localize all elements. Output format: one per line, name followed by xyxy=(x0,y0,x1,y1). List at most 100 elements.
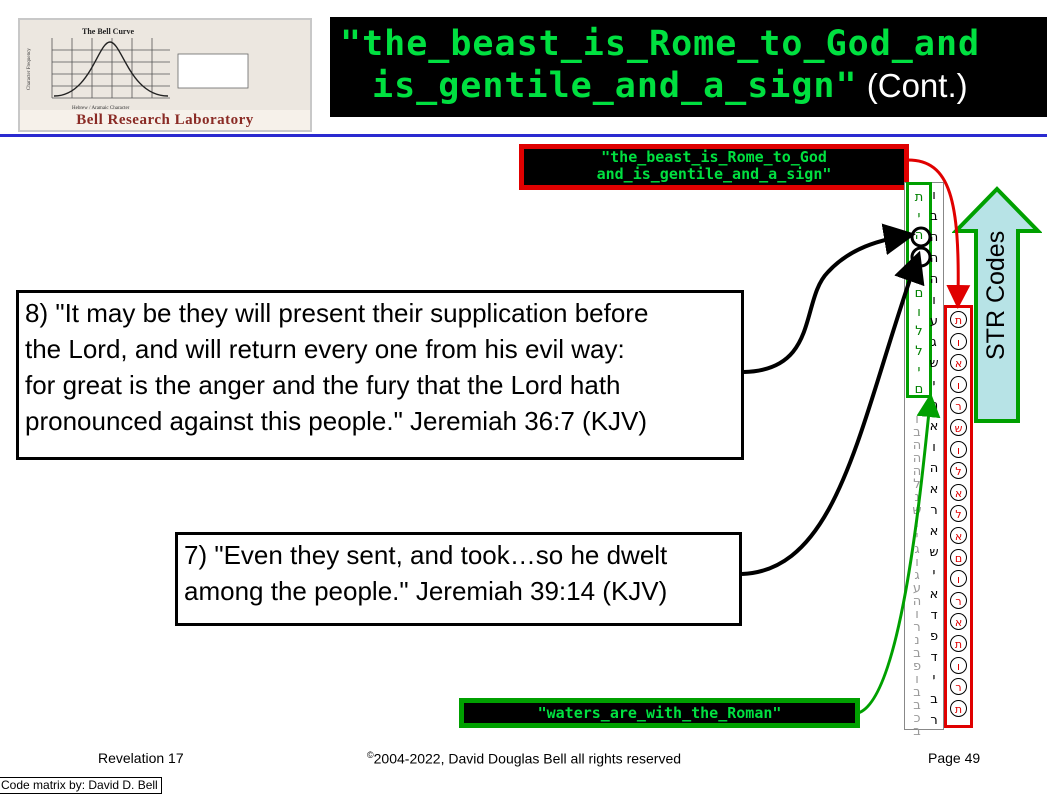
matrix-letter: ג xyxy=(914,568,920,583)
header-divider xyxy=(0,134,1047,137)
matrix-letter: ג xyxy=(931,335,937,350)
matrix-letter: א xyxy=(950,354,967,372)
matrix-letter: א xyxy=(950,483,967,501)
bell-curve-chart-image: The Bell Curve Character Frequency Hebre… xyxy=(20,20,310,112)
matrix-letter: ש xyxy=(929,356,939,371)
matrix-letter: ו xyxy=(932,440,936,455)
red-code-column xyxy=(944,305,973,728)
title-line-1: "the_beast_is_Rome_to_God_and xyxy=(340,24,981,64)
matrix-letter: א xyxy=(929,587,939,602)
matrix-letter: ר xyxy=(950,591,967,609)
verse-8-line-3: for great is the anger and the fury that… xyxy=(25,370,621,400)
red-code-label-line-1: "the_beast_is_Rome_to_God xyxy=(601,148,827,166)
matrix-letter: ו xyxy=(950,440,967,458)
matrix-letter: ש xyxy=(950,419,967,436)
copyright-symbol: © xyxy=(367,750,374,760)
matrix-letter: א xyxy=(929,482,939,497)
matrix-letter: ת xyxy=(950,635,967,652)
logo-x-label: Hebrew / Aramaic Character xyxy=(72,106,130,111)
matrix-letter: ו xyxy=(950,656,967,674)
matrix-letter: ת xyxy=(950,311,967,328)
verse-7-line-2: among the people." Jeremiah 39:14 (KJV) xyxy=(184,576,668,606)
matrix-letter: ש xyxy=(929,545,939,560)
footer-copyright: ©2004-2022, David Douglas Bell all right… xyxy=(367,750,681,767)
matrix-letter: ל xyxy=(915,324,923,340)
matrix-letter: ה xyxy=(912,594,922,609)
copyright-text: 2004-2022, David Douglas Bell all rights… xyxy=(373,750,682,767)
matrix-letter: ע xyxy=(929,314,939,329)
matrix-letter: א xyxy=(929,419,939,434)
footer-left: Revelation 17 xyxy=(98,750,184,766)
matrix-letter: ם xyxy=(914,382,924,397)
matrix-letter: ה xyxy=(914,228,924,244)
title-code-text: is_gentile_and_a_sign" xyxy=(372,66,858,106)
matrix-letter: ל xyxy=(915,343,923,359)
matrix-letter: ו xyxy=(932,293,936,308)
lab-name: Bell Research Laboratory xyxy=(20,110,310,130)
matrix-letter: ג xyxy=(914,542,920,557)
matrix-letter: ו xyxy=(950,375,967,393)
matrix-letter: ב xyxy=(930,692,938,707)
matrix-letter: ב xyxy=(913,425,921,440)
matrix-letter: א xyxy=(929,524,939,539)
matrix-letter: א xyxy=(950,527,967,544)
title-line-2: is_gentile_and_a_sign" (Cont.) xyxy=(340,65,1039,107)
matrix-letter: כ xyxy=(913,711,921,726)
matrix-letter: ע xyxy=(912,581,922,596)
matrix-letter: ה xyxy=(929,272,939,287)
matrix-letter: ת xyxy=(914,190,924,205)
matrix-letter: ב xyxy=(913,698,921,713)
matrix-letter: ר xyxy=(913,620,921,635)
verse-8-line-1: 8) "It may be they will present their su… xyxy=(25,298,649,328)
logo-y-label: Character Frequency xyxy=(27,48,32,90)
matrix-letter: ו xyxy=(917,305,921,321)
red-code-label-line-2: and_is_gentile_and_a_sign" xyxy=(596,165,832,183)
matrix-letter: פ xyxy=(929,629,939,644)
matrix-letter: ד xyxy=(930,608,938,623)
bell-research-logo: The Bell Curve Character Frequency Hebre… xyxy=(18,18,312,132)
matrix-letter: ו xyxy=(915,607,919,622)
footer-page-number: Page 49 xyxy=(928,750,981,766)
verse-jeremiah-39-14: 7) "Even they sent, and took…so he dwelt… xyxy=(175,532,742,626)
matrix-letter: ו xyxy=(932,188,936,203)
logo-chart-title: The Bell Curve xyxy=(82,27,134,36)
matrix-letter: ה xyxy=(912,438,922,453)
arrow-green-label xyxy=(857,393,941,715)
matrix-letter: י xyxy=(915,529,919,544)
matrix-letter: ה xyxy=(929,230,939,245)
arrow-verse-8 xyxy=(743,223,916,374)
matrix-letter: י xyxy=(917,209,921,225)
matrix-letter: ו xyxy=(950,570,967,588)
matrix-letter: א xyxy=(950,613,967,631)
matrix-letter: י xyxy=(932,566,936,581)
matrix-letter: ב xyxy=(913,646,921,661)
verse-8-line-4: pronounced against this people." Jeremia… xyxy=(25,406,648,436)
matrix-letter: ה xyxy=(912,451,922,466)
matrix-letter: ו xyxy=(950,332,967,350)
matrix-letter: ל xyxy=(950,462,967,480)
matrix-letter: פ xyxy=(912,659,922,674)
matrix-letter: ר xyxy=(950,397,967,415)
matrix-letter: י xyxy=(932,671,936,686)
matrix-letter: ב xyxy=(913,685,921,700)
matrix-letter: ד xyxy=(930,650,938,665)
matrix-letter: ת xyxy=(950,699,967,717)
arrow-red-label xyxy=(907,158,971,309)
matrix-letter: ם xyxy=(914,286,924,301)
matrix-letter: ה xyxy=(912,464,922,479)
red-code-label: "the_beast_is_Rome_to_God and_is_gentile… xyxy=(519,144,909,190)
matrix-letter: ה xyxy=(929,461,939,476)
matrix-letter: ם xyxy=(950,548,967,566)
matrix-letter: ו xyxy=(915,672,919,687)
verse-7-line-1: 7) "Even they sent, and took…so he dwelt xyxy=(184,540,668,570)
matrix-letter: ה xyxy=(929,251,939,266)
str-codes-arrow xyxy=(952,186,1042,423)
matrix-letter: ל xyxy=(913,477,921,492)
matrix-letter: ב xyxy=(930,209,938,224)
matrix-letter: י xyxy=(917,362,921,378)
title-cont: (Cont.) xyxy=(857,67,968,104)
slide-title: "the_beast_is_Rome_to_God_and is_gentile… xyxy=(330,17,1047,117)
matrix-letter: ל xyxy=(950,505,967,523)
arrow-verse-7 xyxy=(741,250,925,576)
